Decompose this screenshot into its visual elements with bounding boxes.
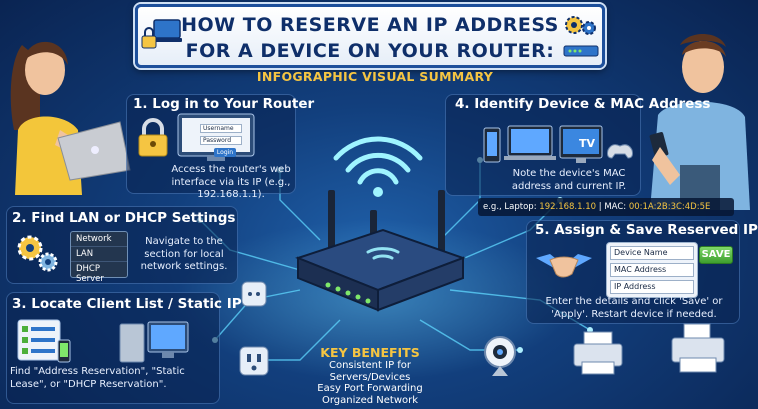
step-4-text: Note the device's MAC address and curren… (511, 168, 627, 192)
desktop-computer-icon (119, 321, 189, 363)
handshake-icon (536, 254, 592, 278)
mac-example-prefix: e.g., Laptop: (483, 202, 540, 212)
step-3-text: Find "Address Reservation", "Static Leas… (10, 366, 185, 390)
step-5-text: Enter the details and click 'Save' or 'A… (545, 296, 723, 320)
woman-with-laptop-illustration (10, 41, 131, 195)
gear-icon (565, 16, 596, 35)
benefit-item: Easy Port Forwarding (317, 383, 423, 394)
ip-address-field: IP Address (610, 280, 694, 294)
title-line-1: HOW TO RESERVE AN IP ADDRESS (181, 14, 559, 36)
step-1-title: 1. Log in to Your Router (133, 96, 315, 112)
mac-example: e.g., Laptop: 192.168.1.10 | MAC: 00:1A:… (478, 198, 734, 216)
password-field: Password (200, 136, 242, 145)
step-1-text: Access the router's web interface via it… (171, 164, 291, 200)
menu-item-dhcp-server: DHCP Server (76, 264, 104, 284)
menu-item-lan: LAN (71, 247, 127, 262)
printer-icon-2 (671, 323, 725, 373)
title-line-2: FOR A DEVICE ON YOUR ROUTER: (185, 40, 555, 62)
title-banner: HOW TO RESERVE AN IP ADDRESS FOR A DEVIC… (135, 4, 605, 68)
step-4-title: 4. Identify Device & MAC Address (455, 96, 711, 112)
router-small-icon (563, 45, 599, 57)
menu-item-network: Network (71, 232, 127, 247)
key-benefits-title: KEY BENEFITS (320, 345, 420, 360)
mac-example-ip: 192.168.1.10 (539, 202, 597, 212)
router-illustration (295, 136, 466, 312)
reservation-form: Device Name MAC Address IP Address (606, 242, 698, 298)
key-benefits: KEY BENEFITS Consistent IP for Servers/D… (300, 345, 440, 406)
man-with-phone-illustration (649, 33, 750, 210)
device-name-field: Device Name (610, 246, 694, 260)
wall-outlet-icon (239, 346, 269, 376)
step-2-text: Navigate to the section for local networ… (140, 236, 228, 272)
subtitle: INFOGRAPHIC VISUAL SUMMARY (256, 69, 494, 84)
benefit-item: Organized Network (321, 394, 419, 406)
mac-example-mac: 00:1A:2B:3C:4D:5E (628, 202, 711, 212)
username-field: Username (200, 124, 242, 133)
network-menu: Network LAN DHCP Server (70, 231, 128, 284)
lock-laptop-icon (141, 19, 182, 49)
client-list-icon (17, 319, 71, 363)
webcam-icon (484, 336, 516, 376)
save-button: SAVE (699, 246, 733, 264)
benefit-item: Consistent IP for Servers/Devices (328, 360, 412, 383)
settings-gears-icon (17, 235, 58, 272)
step-5-title: 5. Assign & Save Reserved IP (535, 222, 758, 238)
step-3-title: 3. Locate Client List / Static IP (12, 296, 242, 312)
tv-label: TV (578, 137, 596, 150)
devices-icon (483, 125, 633, 163)
smart-plug-icon (241, 281, 267, 307)
login-button: Login (214, 148, 236, 157)
printer-icon (573, 331, 623, 375)
mac-address-field: MAC Address (610, 263, 694, 277)
login-screen-icon (177, 113, 255, 161)
padlock-icon (138, 118, 168, 157)
mac-example-mid: | MAC: (596, 202, 629, 212)
step-2-title: 2. Find LAN or DHCP Settings (12, 210, 236, 226)
